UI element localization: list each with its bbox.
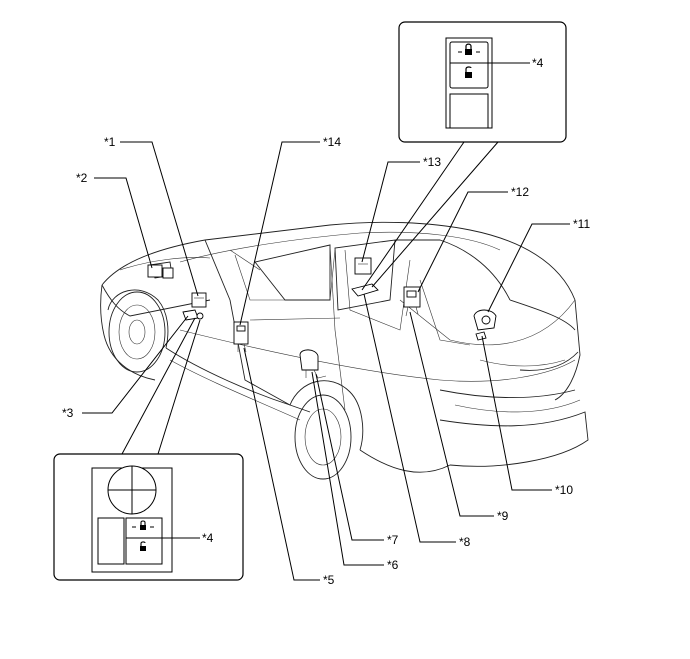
component-13 xyxy=(354,257,372,275)
callout-4-bottom: *4 xyxy=(202,531,214,545)
callout-labels: *1 *2 *3 *4 *4 *5 *6 *7 *8 *9 *10 *11 *1… xyxy=(62,56,590,587)
component-1 xyxy=(191,292,207,308)
component-5 xyxy=(233,321,249,353)
unlock-icon xyxy=(140,541,146,551)
callout-7: *7 xyxy=(387,533,399,547)
vehicle-outline xyxy=(100,221,589,480)
lock-icon xyxy=(458,43,480,55)
components xyxy=(147,257,497,379)
callout-12: *12 xyxy=(511,185,529,199)
rear-wheel xyxy=(294,394,352,480)
callout-1: *1 xyxy=(104,135,116,149)
callout-14: *14 xyxy=(323,135,341,149)
callout-11: *11 xyxy=(573,217,590,231)
inset-top xyxy=(398,21,567,143)
callout-5: *5 xyxy=(323,573,335,587)
component-3 xyxy=(182,309,204,321)
callout-10: *10 xyxy=(555,483,573,497)
component-12-9 xyxy=(403,286,421,317)
leader-lines xyxy=(82,141,570,581)
unlock-icon xyxy=(465,66,472,78)
callout-8: *8 xyxy=(459,535,471,549)
callout-6: *6 xyxy=(387,558,399,572)
lock-icon xyxy=(132,520,154,530)
callout-2: *2 xyxy=(76,171,88,185)
rear-window xyxy=(334,239,396,311)
front-window xyxy=(254,244,331,301)
callout-9: *9 xyxy=(497,509,509,523)
component-6-7 xyxy=(299,349,327,379)
component-11-10 xyxy=(473,309,497,341)
front-wheel xyxy=(108,291,166,373)
callout-13: *13 xyxy=(423,155,441,169)
callout-4-top: *4 xyxy=(532,56,544,70)
inset-bottom xyxy=(53,453,244,581)
callout-3: *3 xyxy=(62,406,74,420)
